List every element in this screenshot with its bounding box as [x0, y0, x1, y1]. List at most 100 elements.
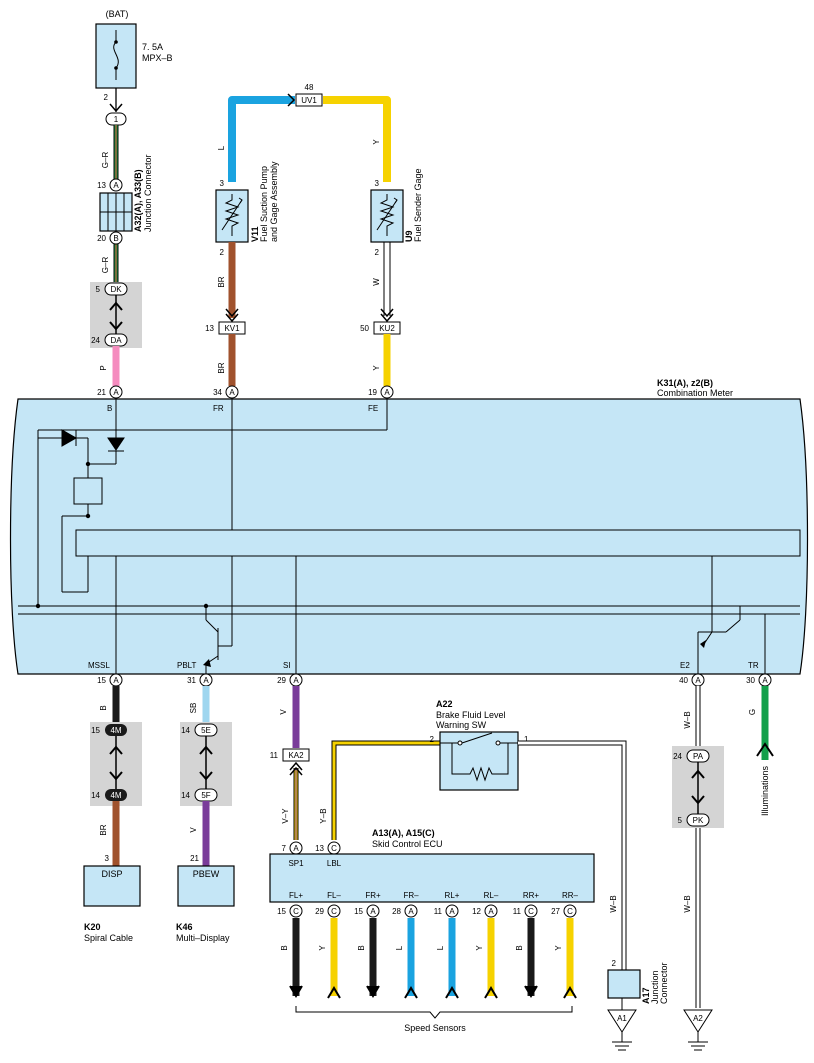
u9-name: Fuel Sender Gage [413, 168, 423, 242]
connector-arrows-icon [109, 301, 123, 331]
pin-a32-num: 13 [97, 181, 106, 190]
conn-ku2-num: 50 [360, 324, 369, 333]
pin-4m-bottom-num: 14 [91, 791, 100, 800]
meter-pin-mssl-term: MSSL [88, 661, 110, 670]
junction-a32-id: A32(A), A33(B) [133, 169, 143, 232]
pin-4m-top-num: 15 [91, 726, 100, 735]
wire-y-top-label: Y [372, 139, 381, 145]
conn-uv1 [295, 93, 323, 107]
wire-gr-bottom-label: G–R [101, 257, 110, 274]
meter-pin-si-term: SI [283, 661, 291, 670]
meter-pin-pblt-num: 31 [187, 676, 196, 685]
conn-ka2 [282, 748, 310, 762]
u9-id: U9 [404, 230, 414, 242]
wire-g-label: G [748, 709, 757, 715]
meter-pin-fe-letter: A [384, 388, 390, 397]
meter-pin-tr-term: TR [748, 661, 759, 670]
wire-p-label: P [99, 365, 108, 370]
conn-kv1-label: KV1 [224, 324, 240, 333]
conn-ka2-num: 11 [270, 751, 279, 760]
ecu-pin-sp1-letter: A [293, 844, 299, 853]
v11-pin-top: 3 [220, 179, 225, 188]
ecu-speed-pin-4-letter: A [449, 907, 455, 916]
ecu-pin-lbl-num: 13 [315, 844, 324, 853]
meter-pin-tr-num: 30 [746, 676, 755, 685]
junction-a32-name: Junction Connector [143, 154, 153, 232]
ecu-speed-pin-0-arrow-down-icon [289, 985, 303, 998]
ecu-speed-pin-2-letter: A [370, 907, 376, 916]
ecu-pin-sp1-num: 7 [282, 844, 287, 853]
ecu-speed-pin-6-term: RR+ [523, 891, 540, 900]
connector-arrows-icon [109, 745, 123, 781]
ground-a1-icon [607, 1009, 637, 1033]
wire-y-b-label: Y–B [319, 808, 328, 823]
junction-dot [85, 461, 91, 467]
ecu-speed-pin-3-wire-label: L [395, 945, 404, 950]
ecu-speed-pin-3-letter: A [408, 907, 414, 916]
meter-pin-e2-letter: A [695, 676, 701, 685]
ecu-speed-pin-6-wire-label: B [515, 945, 524, 950]
v11-pin-bottom: 2 [220, 248, 225, 257]
meter-pin-fr-term: FR [213, 404, 224, 413]
variable-resistor-icon [376, 194, 398, 236]
ecu-speed-pin-3-num: 28 [392, 907, 401, 916]
u9-pin-bottom: 2 [375, 248, 380, 257]
wire-gr-top-label: G–R [101, 152, 110, 169]
ecu-speed-pin-1-num: 29 [315, 907, 324, 916]
ecu-speed-pin-0-wire-label: B [280, 945, 289, 950]
meter-pin-fr-num: 34 [213, 388, 222, 397]
brake-fluid-level-warning-sw-a22 [439, 731, 519, 791]
wire-y-b [331, 740, 440, 840]
chevron-icon [225, 308, 239, 323]
ecu-speed-pin-3 [404, 904, 418, 918]
ground-icon [688, 1032, 708, 1051]
wire-l [228, 96, 295, 182]
fuse-rating: 7. 5A [142, 42, 163, 52]
ground-icon [612, 1032, 632, 1051]
ecu-speed-pin-6-arrow-down-icon [524, 985, 538, 998]
wire-l-label: L [217, 145, 226, 150]
chevron-up-icon [756, 742, 774, 757]
junction-dot [85, 513, 91, 519]
pin-a32-letter: A [113, 181, 119, 190]
ecu-name: Skid Control ECU [372, 839, 443, 849]
meter-pin-b-letter: A [113, 388, 119, 397]
ecu-speed-pin-1-wire-label: Y [318, 945, 327, 951]
v11-id: V11 [250, 226, 260, 242]
ecu-speed-pin-1-chevron-up-icon [327, 986, 341, 999]
transistor-arrow-icon [700, 640, 706, 648]
junction-connector-a17 [607, 969, 641, 999]
fuse-mpx-b [95, 23, 137, 89]
ecu-speed-pin-4-term: RL+ [445, 891, 460, 900]
k20-id: K20 [84, 922, 101, 932]
pin-a32-13 [109, 178, 123, 192]
ecu-speed-pin-6-letter: C [528, 907, 534, 916]
bat-label: (BAT) [106, 9, 129, 19]
pin-pk-num: 5 [678, 816, 683, 825]
uv1-num: 48 [305, 83, 314, 92]
ecu-speed-pin-0-letter: C [293, 907, 299, 916]
ecu-speed-pin-3-chevron-up-icon [404, 986, 418, 999]
pin-4m-bottom [105, 789, 127, 801]
meter-pin-e2-num: 40 [679, 676, 688, 685]
pin-1-label: 1 [114, 115, 119, 124]
ecu-speed-pin-4-wire-label: L [436, 945, 445, 950]
pin-dk-num: 5 [96, 285, 101, 294]
pin-4m-top [105, 724, 127, 736]
wire-y-bottom-label: Y [372, 365, 381, 371]
spiral-cable-k20 [83, 865, 141, 907]
ecu-term-lbl: LBL [327, 859, 342, 868]
ecu-speed-pin-7-letter: C [567, 907, 573, 916]
chevron-icon [289, 761, 303, 776]
conn-kv1-num: 13 [205, 324, 214, 333]
junction-dot [203, 603, 209, 609]
k20-pin: 3 [105, 854, 110, 863]
ecu-speed-pin-1-letter: C [331, 907, 337, 916]
ecu-speed-pin-5-term: RL– [484, 891, 499, 900]
wire-w-b-e2-bottom-label: W–B [683, 895, 692, 912]
v11-name1: Fuel Suction Pump [259, 166, 269, 242]
meter-pin-si-letter: A [293, 676, 299, 685]
switch-icon [440, 732, 518, 782]
meter-pin-tr-letter: A [762, 676, 768, 685]
